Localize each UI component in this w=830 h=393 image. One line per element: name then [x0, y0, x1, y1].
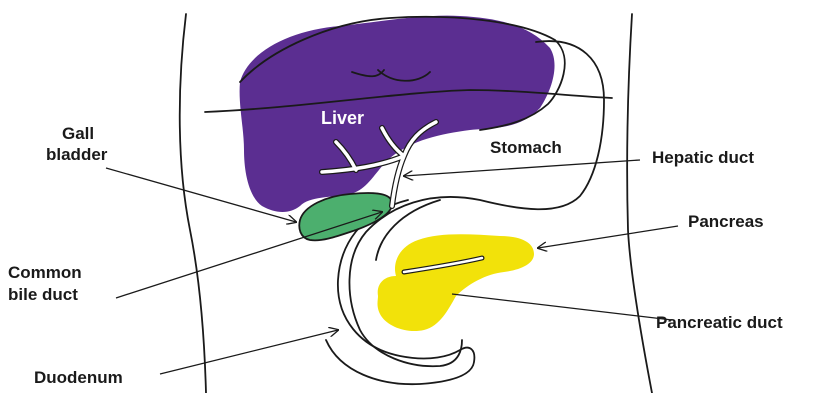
duodenum-label: Duodenum — [34, 368, 123, 387]
gall-bladder-label-line2: bladder — [46, 145, 108, 164]
stomach-label: Stomach — [490, 138, 562, 157]
liver-label: Liver — [321, 108, 364, 128]
pancreatic-duct-label: Pancreatic duct — [656, 313, 783, 332]
pancreas-label: Pancreas — [688, 212, 764, 231]
common-bile-duct-label-line1: Common — [8, 263, 82, 282]
pancreas-shape — [378, 234, 535, 331]
duodenum-leader — [160, 330, 338, 374]
body-right-outline — [627, 14, 652, 393]
hepatic-duct-label: Hepatic duct — [652, 148, 754, 167]
pancreatic-duct-leader — [452, 294, 672, 320]
hepatic-duct-leader — [404, 160, 640, 176]
body-left-outline — [180, 14, 206, 393]
pancreas-leader — [538, 226, 678, 248]
gall-bladder-label-line1: Gall — [62, 124, 94, 143]
common-bile-duct-label-line2: bile duct — [8, 285, 78, 304]
